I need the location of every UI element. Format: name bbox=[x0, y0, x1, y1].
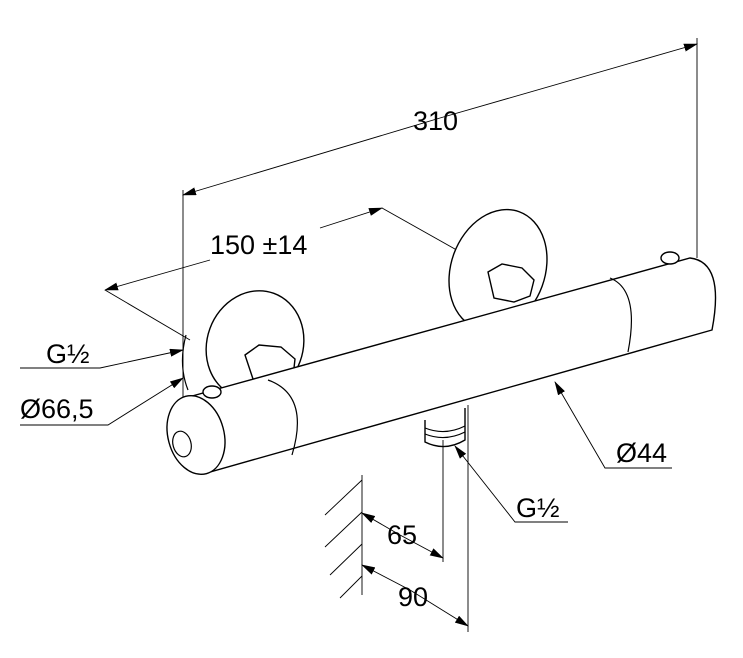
inlet-thread-label: G½ bbox=[46, 339, 90, 369]
mixer-body bbox=[166, 251, 717, 476]
body-diameter-label: Ø44 bbox=[616, 438, 668, 468]
dim-90-label: 90 bbox=[398, 582, 429, 612]
leaders bbox=[20, 348, 672, 523]
right-escutcheon bbox=[448, 208, 548, 332]
wall-hatching bbox=[324, 475, 363, 599]
dimension-65-90 bbox=[361, 405, 469, 632]
dim-150-label: 150 ±14 bbox=[210, 230, 308, 260]
dim-310-label: 310 bbox=[413, 106, 459, 136]
outlet-thread-label: G½ bbox=[516, 493, 560, 523]
escutcheon-diameter-label: Ø66,5 bbox=[20, 394, 94, 424]
dim-65-label: 65 bbox=[387, 520, 418, 550]
